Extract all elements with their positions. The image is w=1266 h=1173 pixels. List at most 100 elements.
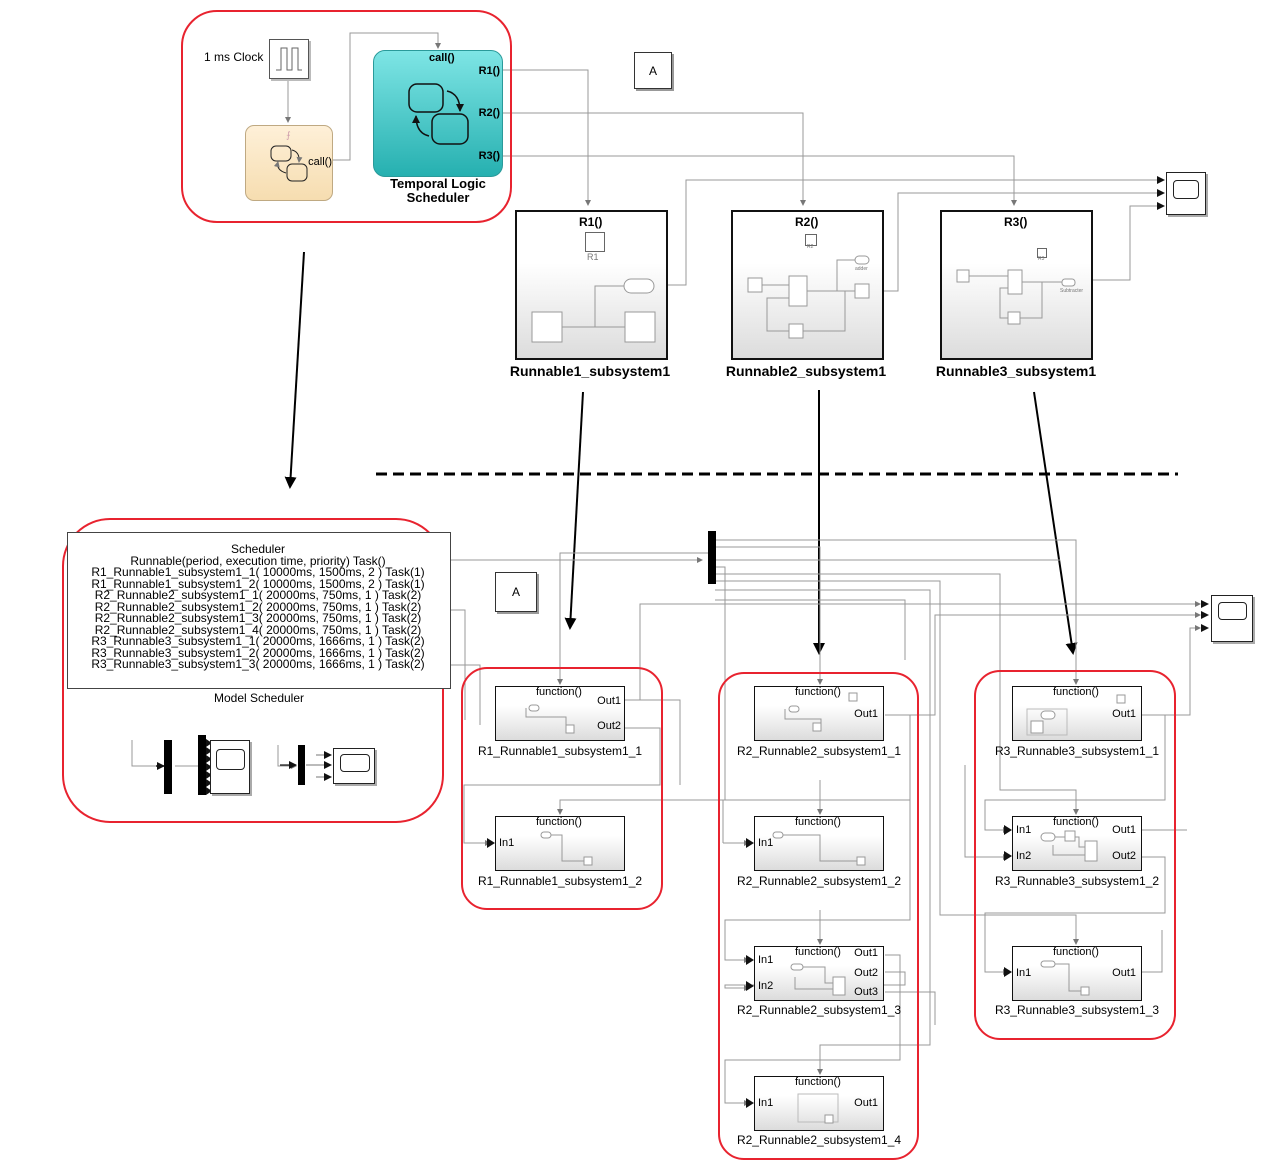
out2-port-label: Out2 bbox=[854, 967, 878, 979]
in1-port-label: In1 bbox=[1016, 967, 1032, 979]
r1-runnable1-subsystem1-2-block[interactable]: function() In1 bbox=[495, 816, 625, 871]
out1-port-label: Out1 bbox=[1112, 708, 1136, 720]
bottom-signal-lines bbox=[131, 539, 1201, 1106]
clock-label: 1 ms Clock bbox=[204, 50, 264, 64]
scope-screen-icon bbox=[216, 749, 245, 771]
temporal-logic-scheduler-block[interactable]: call() R1() R2() R3() bbox=[373, 50, 503, 177]
r3-runnable3-subsystem1-2-block[interactable]: function() In1 In2 Out1 Out2 bbox=[1012, 816, 1142, 871]
r2-internal-diagram-icon bbox=[747, 255, 870, 339]
temporal-scheduler-title-line1: Temporal Logic bbox=[390, 176, 486, 191]
state-chart-icon: ⨍ bbox=[270, 131, 308, 182]
scheduler-line: R1_Runnable1_subsystem1_2( 10000ms, 1500… bbox=[91, 576, 425, 591]
scheduler-line: R3_Runnable3_subsystem1_2( 20000ms, 1666… bbox=[91, 645, 425, 660]
r2-adder-label: adder bbox=[855, 266, 868, 272]
r3-runnable3-subsystem1-3-name: R3_Runnable3_subsystem1_3 bbox=[994, 1003, 1160, 1017]
function-trigger-label: function() bbox=[795, 816, 841, 828]
runnable3-subsystem1-name: Runnable3_subsystem1 bbox=[935, 363, 1097, 379]
r3-trigger-label: R3() bbox=[1004, 215, 1028, 229]
goto-tag-top[interactable]: A bbox=[634, 52, 672, 89]
in2-port-label: In2 bbox=[758, 980, 774, 992]
r2-runnable2-subsystem1-3-name: R2_Runnable2_subsystem1_3 bbox=[736, 1003, 902, 1017]
scope-model-2[interactable] bbox=[333, 748, 375, 784]
scope-model-1[interactable] bbox=[210, 740, 250, 794]
in1-port-label: In1 bbox=[758, 837, 774, 849]
runnable1-subsystem1-name: Runnable1_subsystem1 bbox=[509, 363, 671, 379]
scheduler-output-r2: R2() bbox=[478, 107, 500, 119]
out1-port-label: Out1 bbox=[854, 1097, 878, 1109]
scheduler-text: Scheduler Runnable(period, execution tim… bbox=[68, 542, 448, 671]
flow-arrows bbox=[284, 251, 1078, 655]
r3-subtracter-label: Subtracter bbox=[1060, 288, 1084, 294]
function-trigger-label: function() bbox=[536, 686, 582, 698]
scope-bottom-inputs-icon bbox=[1201, 600, 1209, 632]
r2-runnable2-subsystem1-4-block[interactable]: function() In1 Out1 bbox=[754, 1076, 884, 1131]
function-trigger-label: function() bbox=[536, 816, 582, 828]
r1-internal-diagram-icon bbox=[531, 278, 656, 343]
mux-bar-3[interactable] bbox=[298, 745, 305, 785]
scope-top-inputs-icon bbox=[1157, 176, 1165, 210]
scheduler-line: R2_Runnable2_subsystem1_2( 20000ms, 750m… bbox=[94, 599, 422, 614]
r1-1-internal-icon bbox=[525, 704, 575, 734]
scheduler-line: R2_Runnable2_subsystem1_1( 20000ms, 750m… bbox=[94, 588, 422, 602]
in1-port-label: In1 bbox=[499, 837, 515, 849]
scheduler-line: Runnable(period, execution time, priorit… bbox=[130, 553, 386, 568]
function-trigger-label: function() bbox=[795, 946, 841, 958]
temporal-scheduler-title: Temporal Logic Scheduler bbox=[373, 177, 503, 205]
mux-bar-1[interactable] bbox=[164, 740, 172, 794]
r2-runnable2-subsystem1-1-block[interactable]: function() Out1 bbox=[754, 686, 884, 741]
r1-runnable1-subsystem1-1-name: R1_Runnable1_subsystem1_1 bbox=[477, 744, 643, 758]
r1-inner-block bbox=[585, 232, 605, 252]
stateflow-chart-block[interactable]: ⨍ call() bbox=[245, 125, 333, 201]
r3-runnable3-subsystem1-1-block[interactable]: function() Out1 bbox=[1012, 686, 1142, 741]
model-scheduler-caption: Model Scheduler bbox=[213, 691, 305, 705]
scheduler-input-label: call() bbox=[429, 52, 455, 64]
model-scheduler-block[interactable] bbox=[67, 532, 451, 689]
runnable3-subsystem1-block[interactable]: R3() R3 Subtracter bbox=[940, 210, 1093, 360]
r3-inner-label: R3 bbox=[1038, 256, 1045, 262]
r2-inner-block bbox=[805, 234, 817, 246]
runnable2-subsystem1-block[interactable]: R2() R2 adder bbox=[731, 210, 884, 360]
scheduler-line: R3_Runnable3_subsystem1_1( 20000ms, 1666… bbox=[91, 634, 425, 648]
r3-internal-diagram-icon bbox=[956, 269, 1076, 325]
r2-4-internal-icon bbox=[797, 1093, 839, 1124]
out1-port-label: Out1 bbox=[854, 947, 878, 959]
scope-top[interactable] bbox=[1166, 172, 1206, 215]
in2-port-label: In2 bbox=[1016, 850, 1032, 862]
out1-port-label: Out1 bbox=[1112, 824, 1136, 836]
out1-port-label: Out1 bbox=[597, 695, 621, 707]
highlight-r3-group bbox=[974, 670, 1176, 1040]
r3-1-internal-icon bbox=[1026, 694, 1126, 736]
svg-text:⨍: ⨍ bbox=[286, 131, 291, 141]
clock-block[interactable] bbox=[269, 39, 309, 79]
pulse-icon bbox=[276, 47, 302, 71]
scheduler-line: R1_Runnable1_subsystem1_1( 10000ms, 1500… bbox=[91, 565, 425, 579]
r2-runnable2-subsystem1-3-block[interactable]: function() In1 In2 Out1 Out2 Out3 bbox=[754, 946, 884, 1001]
scheduler-output-r1: R1() bbox=[478, 65, 500, 77]
r1-runnable1-subsystem1-1-block[interactable]: function() Out1 Out2 bbox=[495, 686, 625, 741]
runnable1-subsystem1-block[interactable]: R1() R1 bbox=[515, 210, 668, 360]
in1-port-label: In1 bbox=[758, 1097, 774, 1109]
r2-inner-label: R2 bbox=[807, 244, 814, 250]
scope-screen-icon bbox=[1218, 602, 1247, 621]
in1-port-label: In1 bbox=[1016, 824, 1032, 836]
function-trigger-label: function() bbox=[795, 686, 841, 698]
r3-inner-block bbox=[1037, 248, 1047, 258]
r2-runnable2-subsystem1-2-block[interactable]: function() In1 bbox=[754, 816, 884, 871]
mux-bar-2[interactable] bbox=[198, 735, 206, 795]
r2-runnable2-subsystem1-4-name: R2_Runnable2_subsystem1_4 bbox=[736, 1133, 902, 1147]
r3-3-internal-icon bbox=[1040, 960, 1090, 996]
central-mux-bar[interactable] bbox=[708, 531, 716, 584]
r3-runnable3-subsystem1-2-name: R3_Runnable3_subsystem1_2 bbox=[994, 874, 1160, 888]
scope-bottom[interactable] bbox=[1211, 595, 1253, 642]
scheduler-line: Scheduler bbox=[230, 542, 286, 556]
r3-2-internal-icon bbox=[1040, 830, 1098, 862]
r2-1-internal-icon bbox=[784, 692, 858, 732]
r3-runnable3-subsystem1-3-block[interactable]: function() In1 Out1 bbox=[1012, 946, 1142, 1001]
function-trigger-label: function() bbox=[1053, 816, 1099, 828]
out1-port-label: Out1 bbox=[1112, 967, 1136, 979]
in1-port-label: In1 bbox=[758, 954, 774, 966]
r1-2-internal-icon bbox=[540, 831, 593, 866]
r2-2-internal-icon bbox=[772, 831, 866, 866]
goto-tag-bottom[interactable]: A bbox=[495, 572, 537, 612]
